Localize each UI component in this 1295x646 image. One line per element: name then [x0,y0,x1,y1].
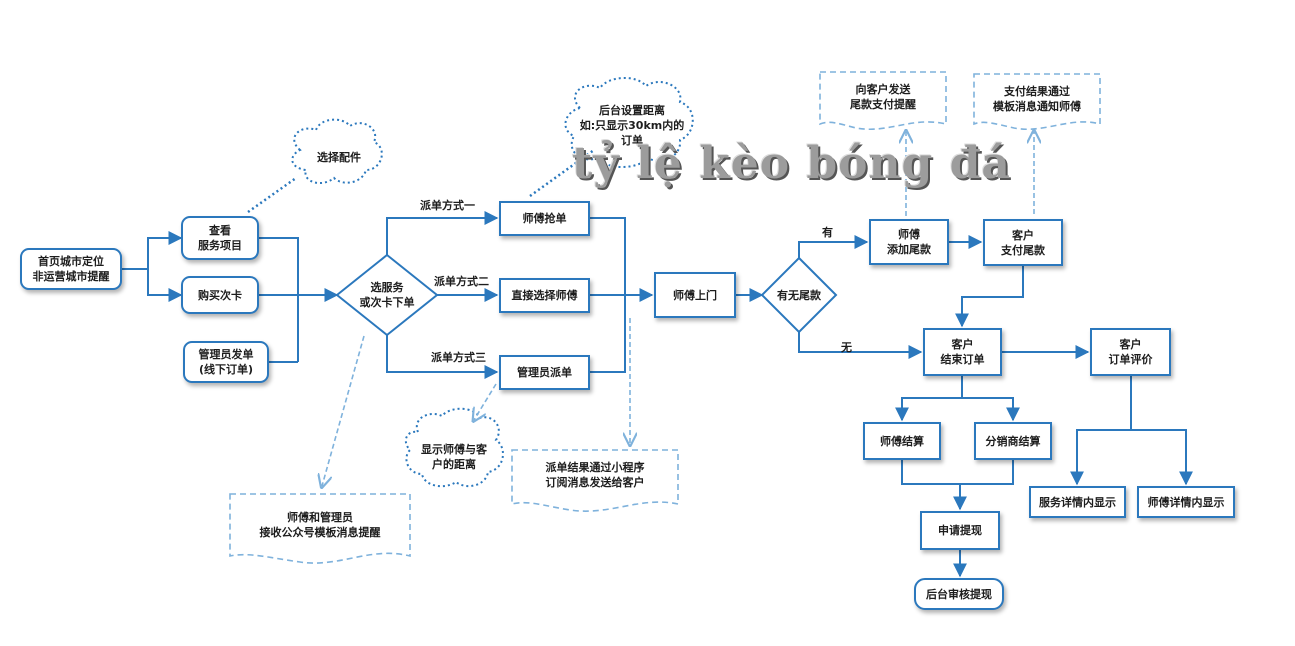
edge-choose-dispatch [386,335,499,379]
customer-pay-balance-node: 客户 支付尾款 [983,219,1063,266]
cloud-choose-parts-shape [291,118,383,185]
note-choose-parts: 选择配件 [317,150,361,164]
note-template-shape [229,493,411,564]
has-balance-diamond [760,256,838,334]
direct-select-node: 直接选择师傅 [499,278,590,313]
service-detail-node: 服务详情内显示 [1029,486,1126,518]
dispatch-two-label: 派单方式二 [434,275,489,288]
note-send-balance-shape [819,71,947,130]
watermark-text: tỷ lệ kèo bóng đá [572,138,1011,189]
edge-pay-finish [955,266,1024,328]
master-grab-node: 师傅抢单 [499,201,590,236]
clouds [247,77,694,488]
backend-review-node: 后台审核提现 [914,578,1004,610]
edge-decision-yes [798,235,869,258]
edge-decision-no [798,332,923,359]
customer-finish-node: 客户 结束订单 [923,328,1002,376]
edge-distributor-withdraw [960,460,1014,485]
edge-settle-withdraw [901,460,967,511]
yes-label: 有 [822,226,833,239]
has-balance-label: 有无尾款 [777,288,821,302]
dashed-notes [229,71,1101,564]
note-template: 师傅和管理员 接收公众号模板消息提醒 [259,511,381,539]
note-backend-distance: 后台设置距离 如:只显示30km内的 订单 [579,103,685,147]
cloud-trail-parts [247,176,297,214]
edge-finish-distributor [962,397,1020,422]
no-label: 无 [841,341,852,354]
buy-card-node: 购买次卡 [181,276,259,314]
note-show-distance: 显示师傅与客 户的距离 [421,443,487,471]
cloud-trail-distance [529,148,595,198]
note-miniprogram-shape [511,449,679,512]
master-add-balance-node: 师傅 添加尾款 [869,219,949,265]
dispatch-one-label: 派单方式一 [420,199,475,212]
edge-view-merge [259,237,299,362]
note-arrow-dispatch [474,383,497,420]
edge-start-view [147,231,183,269]
master-settle-node: 师傅结算 [863,422,941,460]
cloud-show-distance-shape [404,407,504,488]
note-arrow-template [322,335,365,486]
admin-dispatch-node: 管理员派单 [499,355,590,390]
edge-start-buy [147,269,183,302]
dispatch-three-label: 派单方式三 [431,351,486,364]
note-miniprogram: 派单结果通过小程序 订阅消息发送给客户 [545,461,645,489]
customer-review-node: 客户 订单评价 [1090,328,1171,376]
admin-order-node: 管理员发单 (线下订单) [183,341,269,383]
note-send-balance: 向客户发送 尾款支付提醒 [850,83,916,111]
cloud-backend-distance-shape [564,77,694,168]
edge-choose-grab [386,211,499,255]
choose-service-diamond [335,253,439,337]
edge-review-split [1070,376,1132,486]
note-pay-result-shape [973,73,1101,130]
master-detail-node: 师傅详情内显示 [1137,486,1235,518]
start-node: 首页城市定位 非运营城市提醒 [20,248,122,290]
connectors [122,211,1193,578]
edge-finish-settle [895,376,963,422]
note-pay-result: 支付结果通过 模板消息通知师傅 [993,85,1081,113]
note-arrows [322,132,1034,486]
view-services-node: 查看 服务项目 [181,216,259,260]
apply-withdraw-node: 申请提现 [920,511,1000,550]
choose-service-label: 选服务 或次卡下单 [359,281,415,309]
edge-review-master-detail [1131,429,1193,486]
master-visit-node: 师傅上门 [654,272,736,318]
distributor-settle-node: 分销商结算 [974,422,1052,460]
